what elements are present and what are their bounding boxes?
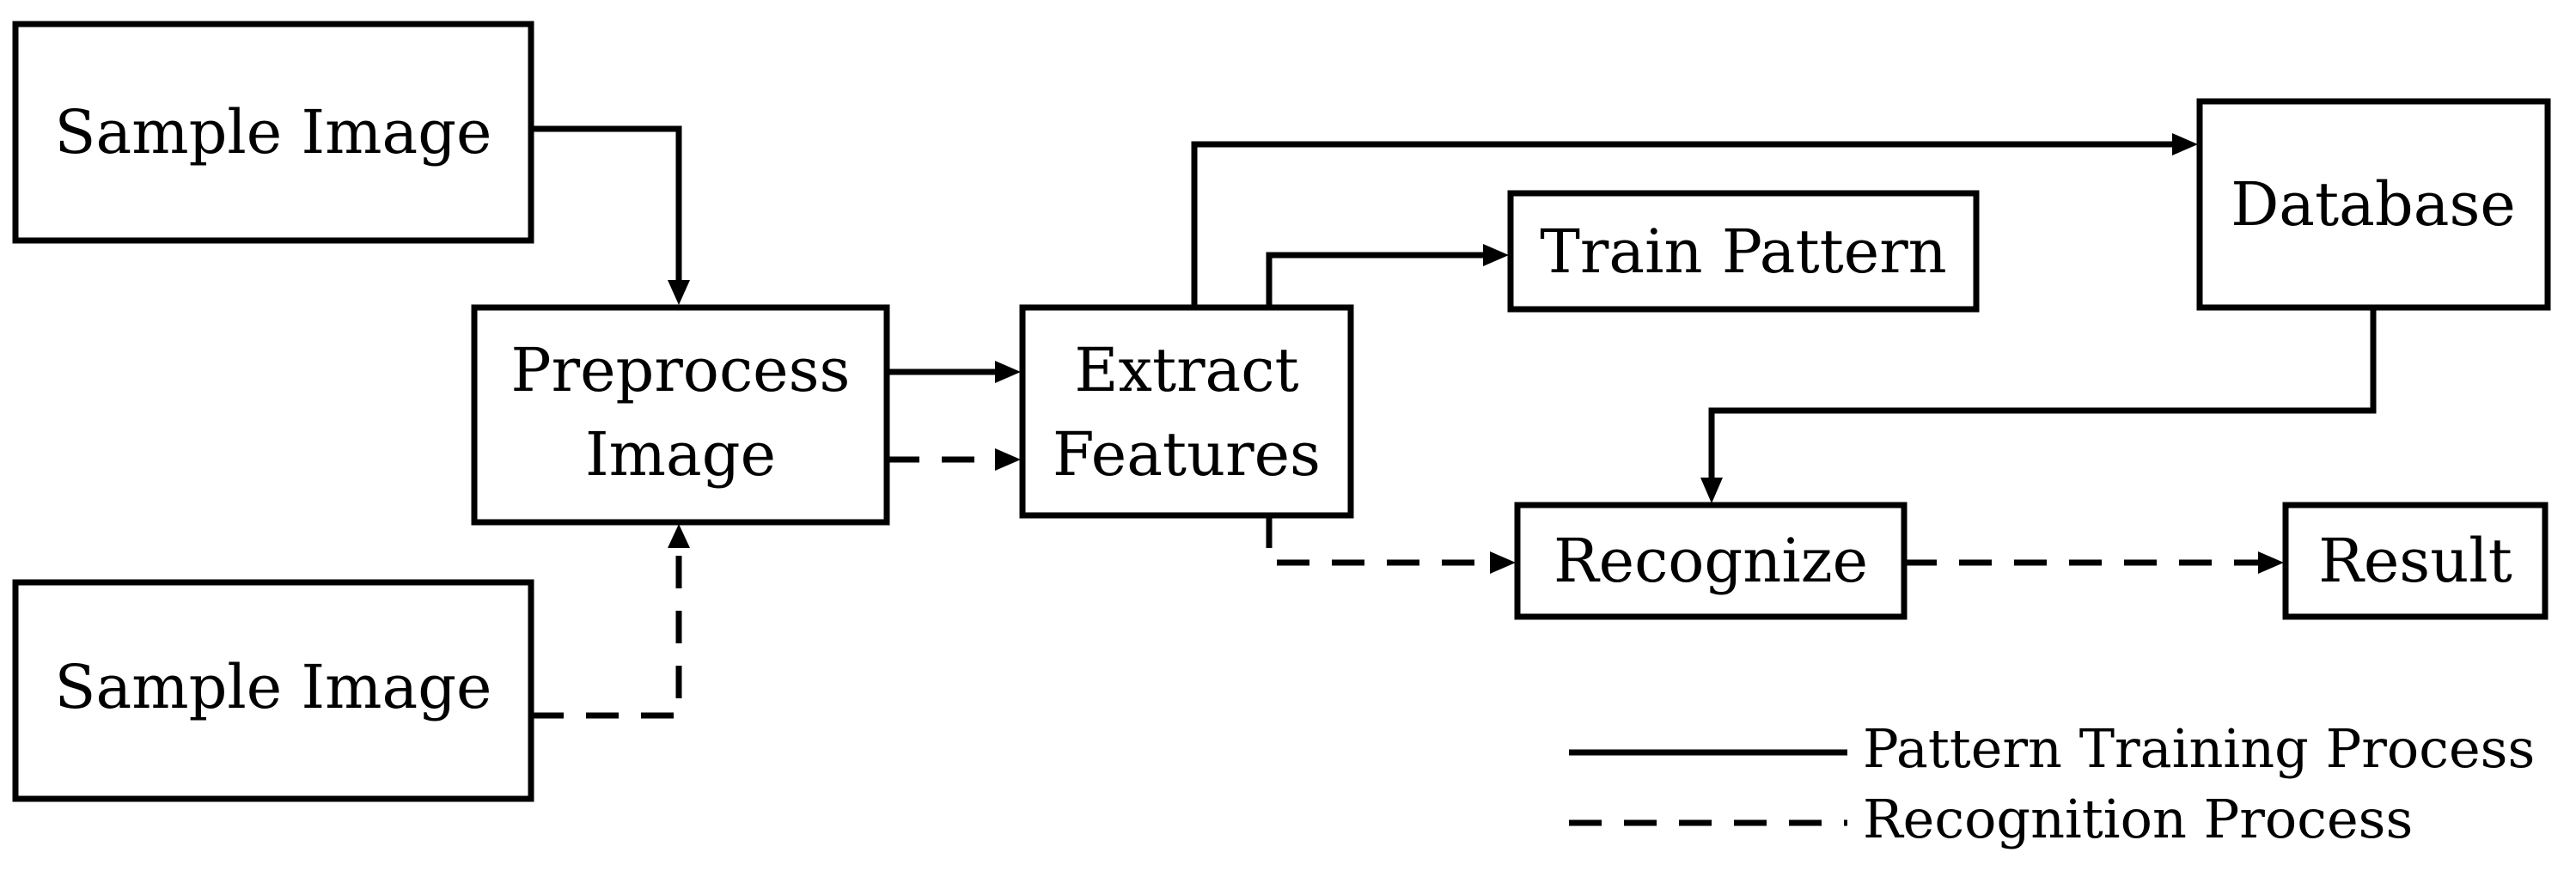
node-preprocess-image: Preprocess Image <box>471 304 890 526</box>
edge-database-to-recognize-arrowhead <box>1700 478 1723 503</box>
legend-solid-label: Pattern Training Process <box>1863 717 2535 780</box>
edge-extract-to-database-arrowhead <box>2172 133 2198 155</box>
node-extract-features-label-line-1: Extract <box>1074 335 1298 405</box>
node-extract-features: Extract Features <box>1019 304 1354 519</box>
node-recognize-label: Recognize <box>1554 526 1868 596</box>
node-preprocess-image-label-line-2: Image <box>585 419 776 490</box>
node-train-pattern-label: Train Pattern <box>1540 216 1947 287</box>
edge-recognize-to-result-dashed-arrowhead <box>2258 551 2284 574</box>
edge-sample-image-to-preprocess-dashed-arrowhead <box>668 524 690 548</box>
node-database-label: Database <box>2231 169 2516 240</box>
legend: Pattern Training Process Recognition Pro… <box>1569 717 2535 850</box>
node-recognize: Recognize <box>1514 502 1908 620</box>
node-preprocess-image-label-line-1: Preprocess <box>511 335 851 405</box>
legend-dashed-label: Recognition Process <box>1863 788 2413 850</box>
node-database: Database <box>2196 98 2551 311</box>
edge-sample-image-to-preprocess-dashed <box>531 550 682 719</box>
node-sample-image-training-label: Sample Image <box>55 97 492 167</box>
node-sample-image-recognition: Sample Image <box>12 579 534 802</box>
edges <box>531 125 2377 719</box>
node-result-label: Result <box>2318 526 2512 596</box>
edge-extract-to-recognize-dashed <box>1266 515 1492 566</box>
edge-extract-to-database <box>1191 141 2174 307</box>
edge-sample-image-to-preprocess-arrowhead <box>668 280 690 305</box>
edge-sample-image-to-preprocess <box>531 125 682 282</box>
node-sample-image-recognition-label: Sample Image <box>55 652 492 722</box>
node-train-pattern: Train Pattern <box>1507 190 1980 313</box>
node-result: Result <box>2282 502 2549 620</box>
edge-extract-to-recognize-dashed-arrowhead <box>1490 551 1516 574</box>
edge-preprocess-to-extract-arrowhead <box>995 361 1021 383</box>
node-extract-features-label-line-2: Features <box>1053 419 1321 490</box>
edge-extract-to-train-pattern-arrowhead <box>1483 244 1509 266</box>
edge-preprocess-to-extract-dashed-arrowhead <box>995 448 1021 471</box>
node-sample-image-training: Sample Image <box>12 21 534 244</box>
edge-extract-to-train-pattern <box>1266 252 1485 307</box>
edge-database-to-recognize <box>1708 307 2377 479</box>
